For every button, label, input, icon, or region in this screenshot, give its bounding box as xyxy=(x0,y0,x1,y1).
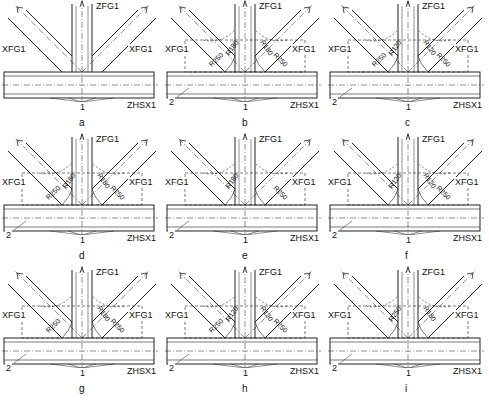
member-label: XFG1 xyxy=(454,44,480,54)
radius-label: R250 xyxy=(370,51,389,70)
radius-label: R250 xyxy=(207,317,226,336)
callout-number: 1 xyxy=(79,235,86,245)
callout-number: 1 xyxy=(242,235,249,245)
callout-number: 2 xyxy=(5,363,12,373)
callout-number: 2 xyxy=(331,230,338,240)
member-label: XFG1 xyxy=(291,44,317,54)
member-label: XFG1 xyxy=(327,44,353,54)
member-label: ZHSX1 xyxy=(289,366,320,376)
member-label: ZFG1 xyxy=(258,267,283,277)
member-label: XFG1 xyxy=(1,177,27,187)
radius-label: R250 xyxy=(434,51,453,70)
panel-letter: f xyxy=(404,251,409,261)
member-label: ZFG1 xyxy=(421,1,446,11)
member-label: ZFG1 xyxy=(95,1,120,11)
panel-letter: g xyxy=(78,384,86,394)
radius-label: R250 xyxy=(434,184,453,203)
callout-number: 1 xyxy=(405,235,412,245)
callout-number: 1 xyxy=(405,368,412,378)
member-label: XFG1 xyxy=(128,177,154,187)
member-label: XFG1 xyxy=(128,44,154,54)
panel-letter: a xyxy=(78,118,86,128)
member-label: XFG1 xyxy=(327,310,353,320)
member-label: XFG1 xyxy=(291,177,317,187)
member-label: XFG1 xyxy=(164,177,190,187)
callout-number: 2 xyxy=(168,230,175,240)
radius-label: R250 xyxy=(44,317,63,336)
member-label: ZFG1 xyxy=(95,134,120,144)
callout-number: 2 xyxy=(331,97,338,107)
member-label: ZFG1 xyxy=(258,134,283,144)
member-label: ZHSX1 xyxy=(126,100,157,110)
member-label: ZHSX1 xyxy=(452,366,483,376)
panel-letter: b xyxy=(241,118,249,128)
member-label: ZHSX1 xyxy=(126,366,157,376)
callout-number: 2 xyxy=(5,230,12,240)
radius-label: R250 xyxy=(271,317,290,336)
panel-letter: c xyxy=(404,118,411,128)
callout-number: 1 xyxy=(242,102,249,112)
member-label: XFG1 xyxy=(164,44,190,54)
radius-label: R250 xyxy=(271,184,290,203)
member-label: ZHSX1 xyxy=(452,100,483,110)
member-label: ZHSX1 xyxy=(452,233,483,243)
member-label: XFG1 xyxy=(1,310,27,320)
radius-label: R120 xyxy=(387,38,404,58)
radius-label: R180 xyxy=(61,171,78,191)
radius-label: R250 xyxy=(387,304,404,324)
radius-label: R250 xyxy=(271,51,290,70)
radius-label: R250 xyxy=(108,317,127,336)
radius-label: R180 xyxy=(224,38,241,58)
radius-label: R180 xyxy=(421,304,438,324)
member-label: XFG1 xyxy=(327,177,353,187)
radius-label: R250 xyxy=(44,184,63,203)
member-label: XFG1 xyxy=(128,310,154,320)
panel-letter: i xyxy=(404,384,408,394)
panel-letter: e xyxy=(241,251,249,261)
member-label: ZFG1 xyxy=(95,267,120,277)
callout-number: 1 xyxy=(79,102,86,112)
callout-number: 1 xyxy=(79,368,86,378)
member-label: XFG1 xyxy=(1,44,27,54)
callout-number: 1 xyxy=(242,368,249,378)
member-label: XFG1 xyxy=(291,310,317,320)
member-label: ZFG1 xyxy=(421,134,446,144)
member-label: XFG1 xyxy=(454,310,480,320)
panel-letter: d xyxy=(78,251,86,261)
member-label: ZHSX1 xyxy=(289,233,320,243)
radius-label: R120 xyxy=(224,304,241,324)
callout-number: 2 xyxy=(168,97,175,107)
member-label: ZHSX1 xyxy=(289,100,320,110)
callout-number: 2 xyxy=(331,363,338,373)
radius-label: R250 xyxy=(207,51,226,70)
panel-letter: h xyxy=(241,384,249,394)
member-label: ZFG1 xyxy=(421,267,446,277)
member-label: XFG1 xyxy=(164,310,190,320)
radius-label: R120 xyxy=(387,171,404,191)
member-label: ZHSX1 xyxy=(126,233,157,243)
callout-number: 1 xyxy=(405,102,412,112)
radius-label: R250 xyxy=(108,184,127,203)
callout-number: 2 xyxy=(168,363,175,373)
member-label: ZFG1 xyxy=(258,1,283,11)
member-label: XFG1 xyxy=(454,177,480,187)
radius-label: R180 xyxy=(224,171,241,191)
